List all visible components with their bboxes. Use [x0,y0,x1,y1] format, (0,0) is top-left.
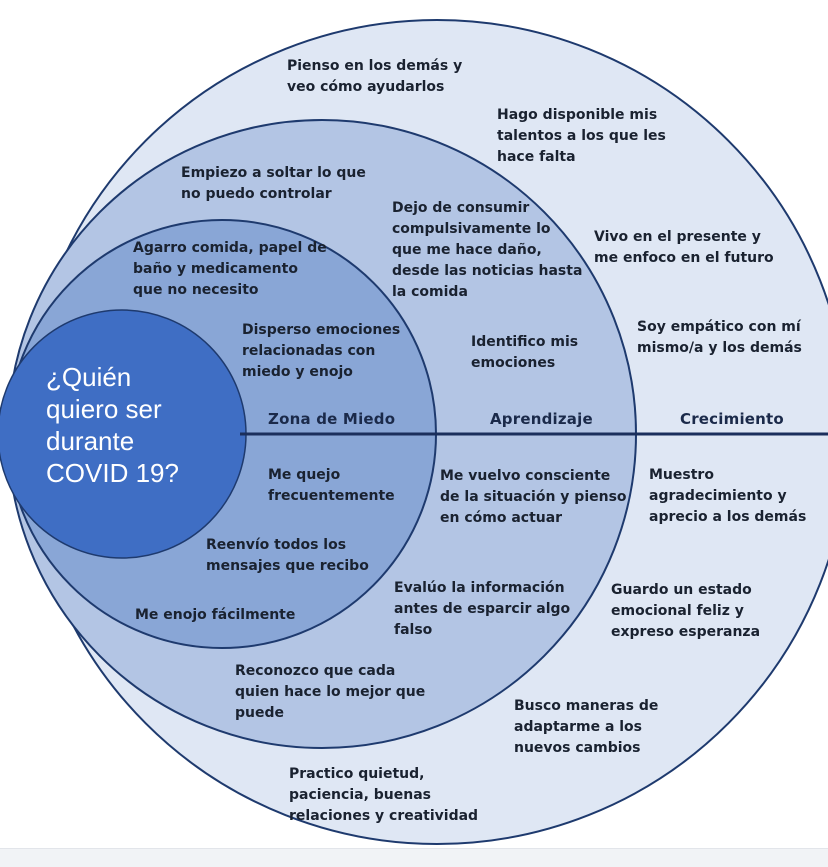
bottom-bar [0,848,828,867]
fear-item: Me enojo fácilmente [135,607,295,623]
zone-label-fear: Zona de Miedo [268,410,395,428]
zone-label-growth: Crecimiento [680,410,784,428]
zone-label-learning: Aprendizaje [490,410,593,428]
